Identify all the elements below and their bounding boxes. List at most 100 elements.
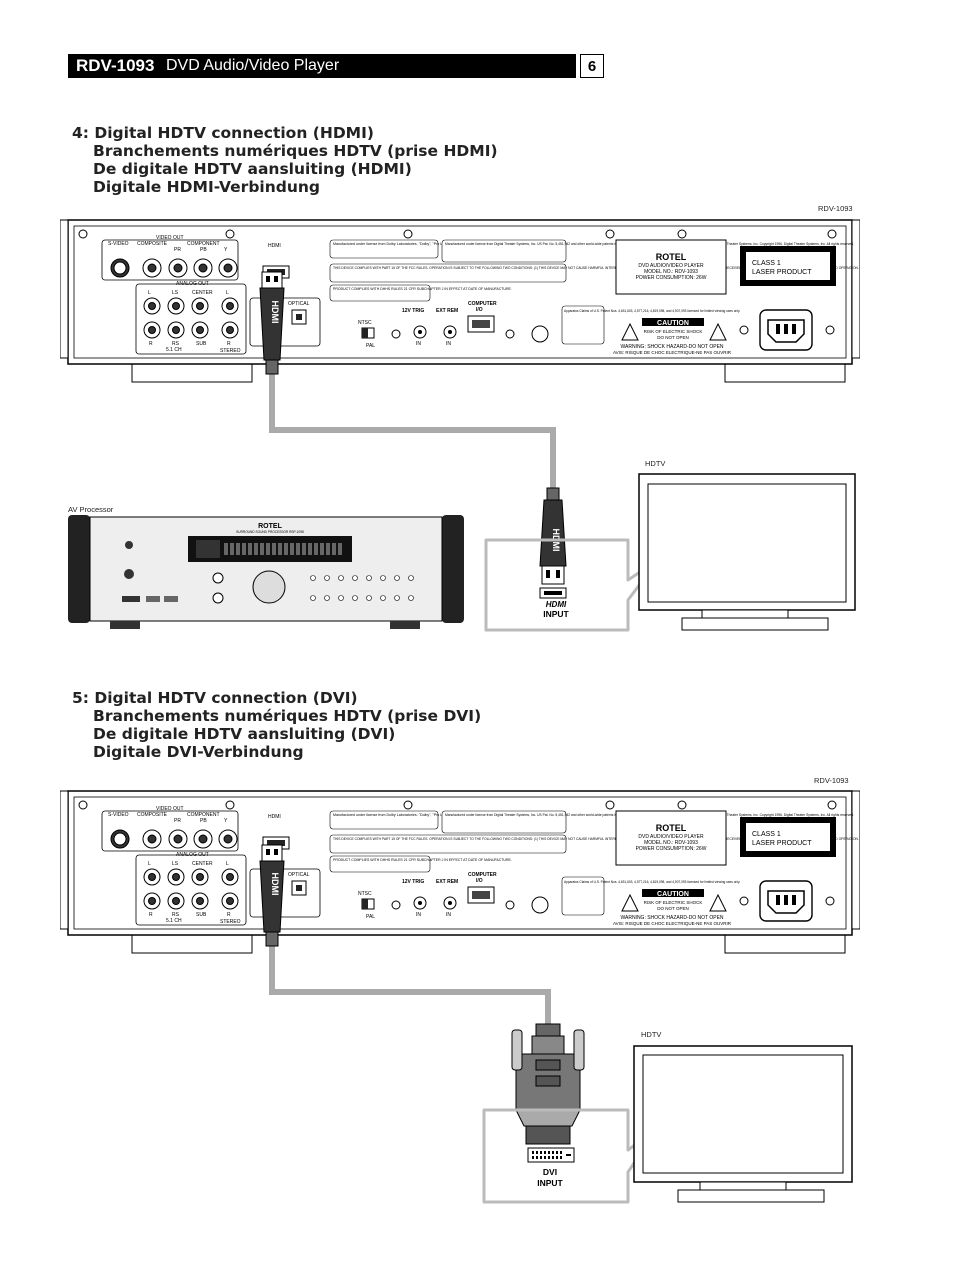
patent-notice: Apparatus Claims of U.S. Patent Nos. 4,6…: [564, 309, 740, 313]
hdmi-dvi-cable-5: [269, 940, 551, 1030]
video-out-label: VIDEO OUT: [156, 235, 184, 241]
section5-title: 5: Digital HDTV connection (DVI) Branche…: [72, 689, 481, 761]
sub-label: SUB: [196, 912, 207, 918]
warning-label: WARNING: SHOCK HAZARD-DO NOT OPEN: [620, 344, 723, 350]
section5-title-line: Digitale DVI-Verbindung: [93, 743, 304, 761]
y-label: Y: [224, 818, 228, 824]
ntsc-label: NTSC: [358, 320, 372, 326]
center-label: CENTER: [192, 861, 213, 867]
computer-label: COMPUTER: [468, 872, 497, 878]
power-line: POWER CONSUMPTION: 26W: [636, 275, 707, 281]
model-line: MODEL NO.: RDV-1093: [644, 269, 698, 275]
center-label: CENTER: [192, 290, 213, 296]
avis-label: AVIS: RISQUE DE CHOC ELECTRIQUE-NE PAS O…: [613, 921, 732, 926]
risk-label: RISK OF ELECTRIC SHOCK: [644, 329, 703, 334]
extrem-in-label: IN: [446, 912, 451, 918]
r-stereo-label: R: [227, 341, 231, 347]
io-label: I/O: [476, 307, 483, 313]
warning-label: WARNING: SHOCK HAZARD-DO NOT OPEN: [620, 915, 723, 921]
section5-title-line: 5: Digital HDTV connection (DVI): [72, 689, 358, 707]
product-line: DVD AUDIO/VIDEO PLAYER: [638, 834, 704, 840]
power-line: POWER CONSUMPTION: 26W: [636, 846, 707, 852]
brand-logo: ROTEL: [656, 823, 687, 833]
analog-out-label: ANALOG OUT: [176, 281, 209, 287]
extrem-label: EXT REM: [436, 308, 458, 314]
section5-title-line: De digitale HDTV aansluiting (DVI): [93, 725, 396, 743]
donot-label: DO NOT OPEN: [657, 906, 688, 911]
optical-label: OPTICAL: [288, 872, 310, 878]
y-label: Y: [224, 247, 228, 253]
extrem-in-label: IN: [446, 341, 451, 347]
processor-brand: ROTEL: [258, 523, 282, 530]
component-label: COMPONENT: [187, 812, 220, 818]
ls-label: LS: [172, 290, 179, 296]
svideo-label: S-VIDEO: [108, 241, 129, 247]
hdtv-label-5: HDTV: [641, 1030, 662, 1039]
header-description: DVD Audio/Video Player: [166, 57, 340, 74]
sub-label: SUB: [196, 341, 207, 347]
pr-label: PR: [174, 247, 181, 253]
l-label: L: [148, 290, 151, 296]
hdmi-input-logo: HDMI: [546, 600, 567, 609]
io-label: I/O: [476, 878, 483, 884]
rs-label: RS: [172, 912, 180, 918]
pr-label: PR: [174, 818, 181, 824]
fcc-notice: THIS DEVICE COMPLIES WITH PART 15 OF THE…: [333, 837, 859, 841]
dhhs-notice: PRODUCT COMPLIES WITH DHHS RULES 21 CFR …: [333, 858, 512, 862]
composite-label: COMPOSITE: [137, 812, 168, 818]
pal-label: PAL: [366, 343, 375, 349]
r-stereo-label: R: [227, 912, 231, 918]
section5-title-line: Branchements numériques HDTV (prise DVI): [93, 707, 482, 725]
fcc-notice: THIS DEVICE COMPLIES WITH PART 15 OF THE…: [333, 266, 859, 270]
rdv-label-4: RDV-1093: [818, 204, 853, 213]
caution-label: CAUTION: [657, 891, 689, 898]
trig-label: 12V TRIG: [402, 879, 424, 885]
rs-label: RS: [172, 341, 180, 347]
hdtv-label-4: HDTV: [645, 459, 666, 468]
dvi-input-logo: DVI: [543, 1167, 557, 1177]
hdtv-5: [633, 1045, 853, 1203]
trig-in-label: IN: [416, 341, 421, 347]
trig-label: 12V TRIG: [402, 308, 424, 314]
patent-notice: Apparatus Claims of U.S. Patent Nos. 4,6…: [564, 880, 740, 884]
l-stereo-label: L: [226, 290, 229, 296]
laser-label: LASER PRODUCT: [752, 840, 812, 847]
r-label: R: [149, 912, 153, 918]
processor-subtitle: SURROUND SOUND PROCESSOR RSP-1098: [236, 530, 304, 534]
analog-out-label: ANALOG OUT: [176, 852, 209, 858]
ch51-label: 5.1 CH: [166, 918, 182, 924]
ntsc-label: NTSC: [358, 891, 372, 897]
brand-logo: ROTEL: [656, 252, 687, 262]
optical-label: OPTICAL: [288, 301, 310, 307]
product-line: DVD AUDIO/VIDEO PLAYER: [638, 263, 704, 269]
stereo-label: STEREO: [220, 919, 241, 925]
l-stereo-label: L: [226, 861, 229, 867]
pb-label: PB: [200, 247, 207, 253]
rdv-label-5: RDV-1093: [814, 776, 849, 785]
header-bar: RDV-1093 DVD Audio/Video Player: [68, 54, 576, 78]
class1-label: CLASS 1: [752, 260, 781, 267]
dvi-plug: [511, 1023, 585, 1145]
r-label: R: [149, 341, 153, 347]
avis-label: AVIS: RISQUE DE CHOC ELECTRIQUE-NE PAS O…: [613, 350, 732, 355]
trig-in-label: IN: [416, 912, 421, 918]
section4-title: 4: Digital HDTV connection (HDMI) Branch…: [72, 124, 498, 196]
donot-label: DO NOT OPEN: [657, 335, 688, 340]
laser-label: LASER PRODUCT: [752, 269, 812, 276]
section4-title-line: Branchements numériques HDTV (prise HDMI…: [93, 142, 498, 160]
model-line: MODEL NO.: RDV-1093: [644, 840, 698, 846]
composite-label: COMPOSITE: [137, 241, 168, 247]
header-model: RDV-1093: [76, 56, 155, 75]
hdmi-port-label: HDMI: [268, 814, 281, 820]
ch51-label: 5.1 CH: [166, 347, 182, 353]
computer-label: COMPUTER: [468, 301, 497, 307]
dvi-input-label: INPUT: [537, 1178, 563, 1188]
av-processor-label: AV Processor: [68, 505, 114, 514]
hdmi-input-label: INPUT: [543, 609, 569, 619]
risk-label: RISK OF ELECTRIC SHOCK: [644, 900, 703, 905]
av-processor: ROTEL SURROUND SOUND PROCESSOR RSP-1098: [68, 515, 464, 629]
page-number: 6: [580, 54, 604, 78]
component-label: COMPONENT: [187, 241, 220, 247]
hdmi-port-label: HDMI: [268, 243, 281, 249]
